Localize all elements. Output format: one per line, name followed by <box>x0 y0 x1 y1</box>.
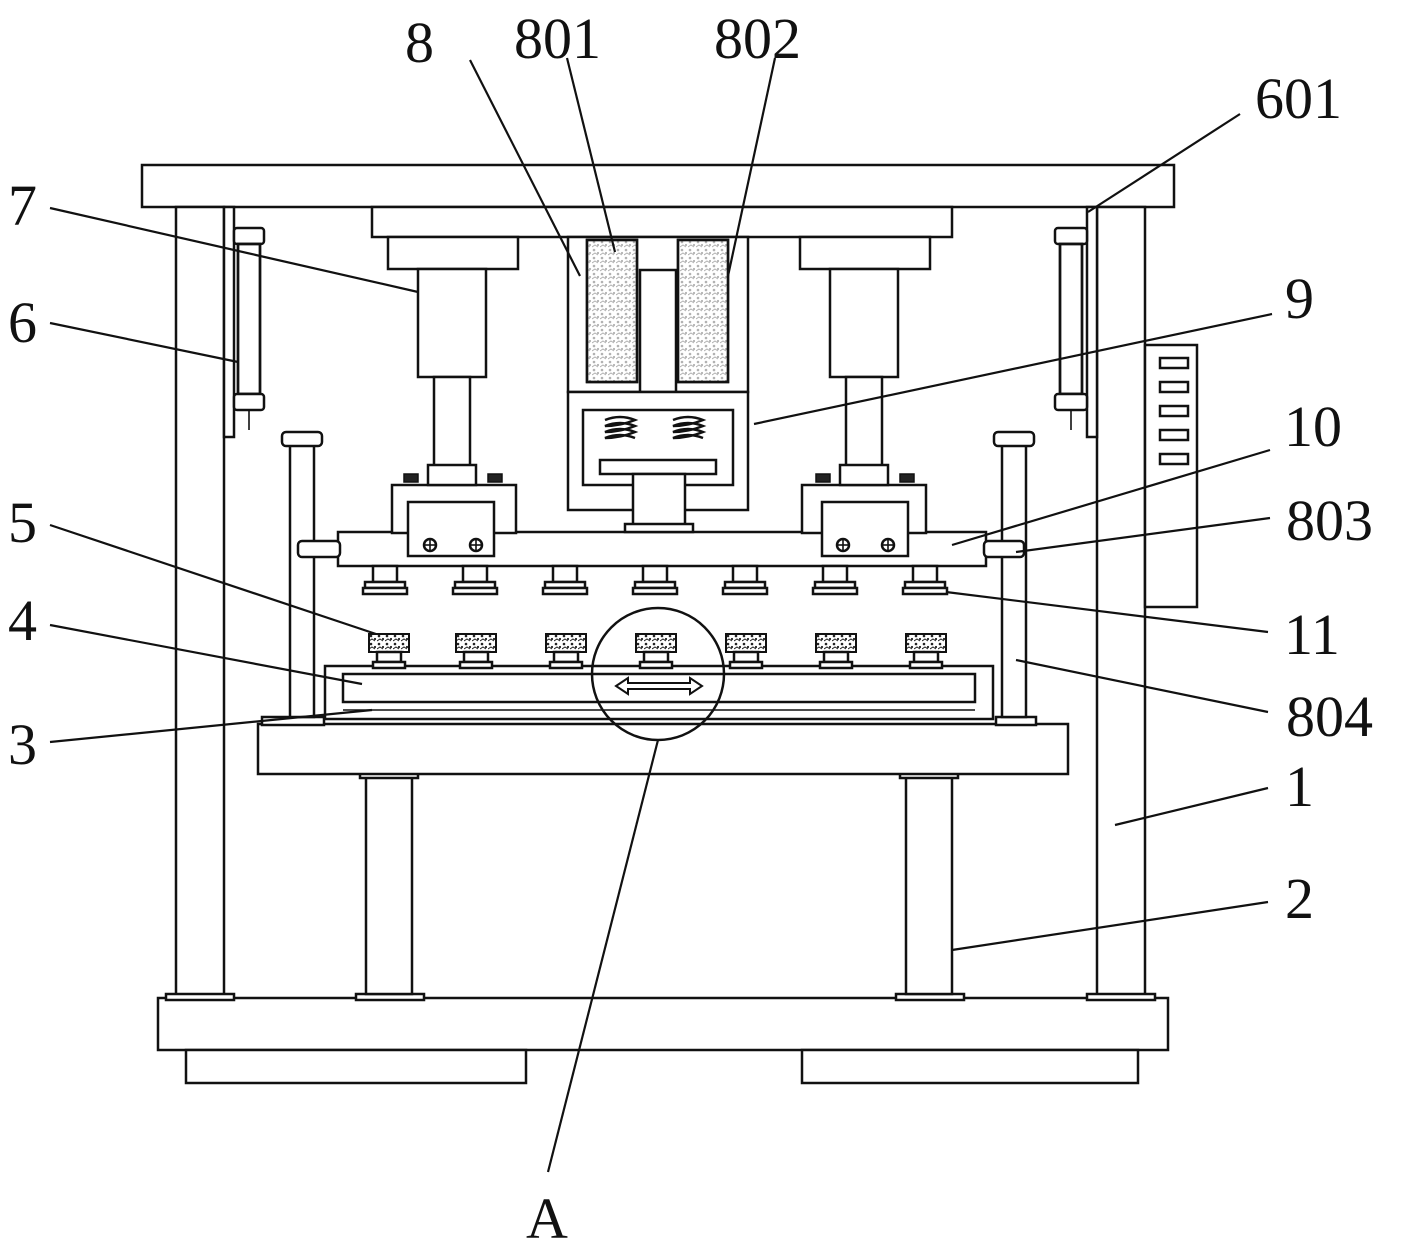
label-4: 4 <box>8 588 37 653</box>
work-table <box>256 715 1070 776</box>
label-11: 11 <box>1284 602 1340 667</box>
label-2: 2 <box>1285 866 1314 931</box>
label-10: 10 <box>1284 394 1342 459</box>
label-9: 9 <box>1285 266 1314 331</box>
top-plate <box>140 163 1176 209</box>
label-1: 1 <box>1285 754 1314 819</box>
label-5: 5 <box>8 490 37 555</box>
bracket-left <box>390 483 518 558</box>
label-3: 3 <box>8 712 37 777</box>
label-601: 601 <box>1255 66 1342 131</box>
label-a: A <box>526 1186 568 1251</box>
label-802: 802 <box>714 6 801 71</box>
foot-left <box>184 1048 528 1085</box>
label-7: 7 <box>8 173 37 238</box>
tray <box>323 664 995 721</box>
upper-dies <box>361 564 949 596</box>
side-cylinder-left <box>222 205 266 439</box>
label-6: 6 <box>8 290 37 355</box>
frame-column-right <box>1095 205 1147 999</box>
control-panel <box>1143 343 1199 609</box>
cylinder-left <box>370 205 954 487</box>
label-803: 803 <box>1286 488 1373 553</box>
leader-lines <box>49 57 1273 1173</box>
center-housing <box>566 235 750 394</box>
label-804: 804 <box>1286 684 1373 749</box>
label-801: 801 <box>514 6 601 71</box>
foot-right <box>800 1048 1140 1085</box>
spring-box <box>566 390 750 534</box>
bracket-right <box>800 483 928 558</box>
cylinder-right <box>798 235 932 487</box>
part-labels: 7 6 5 4 3 8 801 802 601 9 10 803 11 804 … <box>8 6 1373 1251</box>
table-leg-left <box>358 770 420 996</box>
label-8: 8 <box>405 10 434 75</box>
base-plate <box>156 992 1170 1052</box>
guide-post-right <box>992 430 1036 719</box>
lower-molds <box>368 633 947 670</box>
table-leg-right <box>898 770 960 996</box>
side-cylinder-right <box>1053 205 1099 439</box>
frame-column-left <box>174 205 226 999</box>
